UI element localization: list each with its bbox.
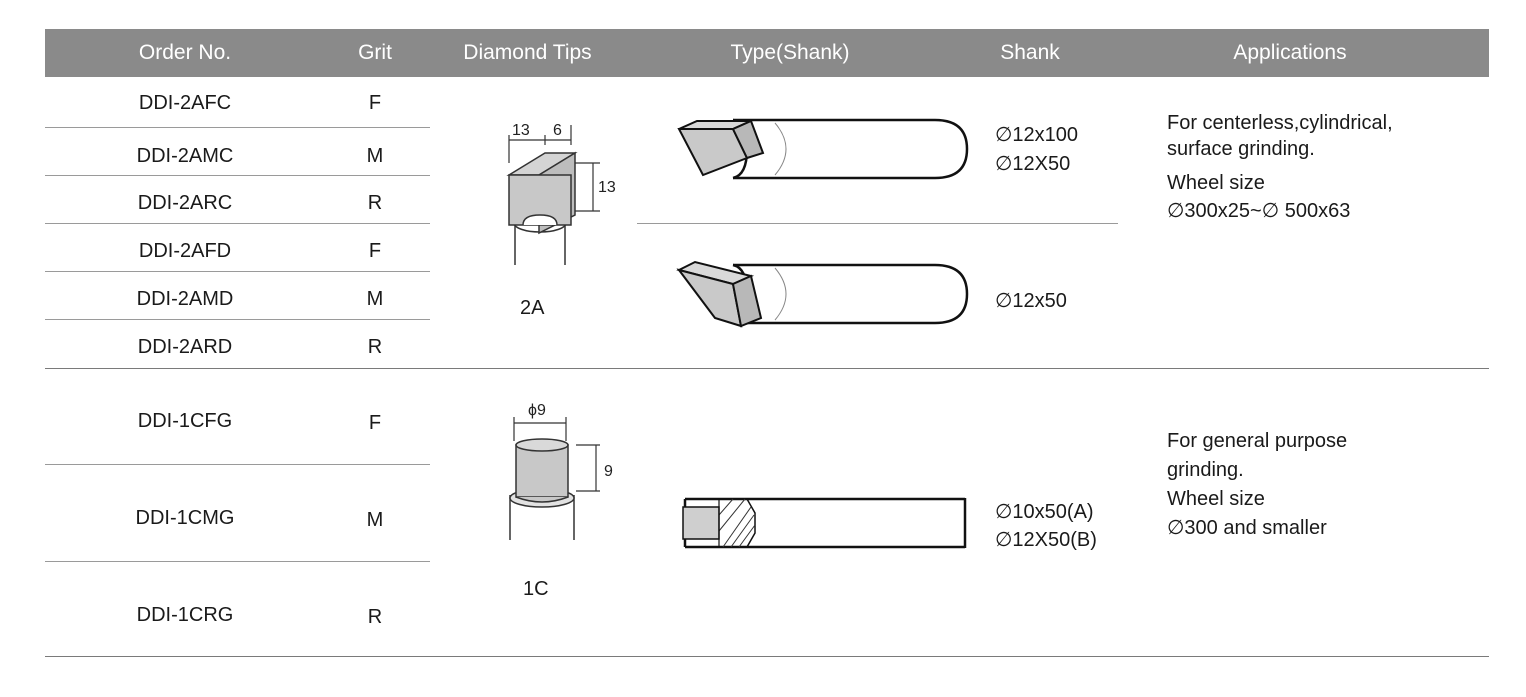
- grit-cell: F: [368, 92, 382, 114]
- row-divider: [45, 271, 430, 272]
- order-no-cell: DDI-2ARC: [137, 192, 233, 214]
- header-order-no: Order No.: [138, 41, 232, 64]
- row-divider: [45, 319, 430, 320]
- grit-cell: M: [366, 288, 384, 310]
- order-no-cell: DDI-2ARD: [137, 336, 233, 358]
- tip-height-dim: 13: [598, 179, 616, 196]
- shank-type-lower-drawing: [676, 260, 969, 328]
- order-no-cell: DDI-1CMG: [135, 507, 235, 529]
- table-header-bar: [45, 29, 1489, 77]
- table-bottom-line: [45, 656, 1489, 657]
- tip-label-2a: 2A: [520, 297, 545, 319]
- order-no-cell: DDI-1CRG: [136, 604, 234, 626]
- header-grit: Grit: [358, 41, 392, 64]
- grit-cell: R: [367, 336, 383, 358]
- tip-height-dim: 9: [604, 463, 613, 480]
- row-divider: [45, 175, 430, 176]
- shank-value: ∅12x50: [995, 290, 1067, 312]
- shank-value: ∅12X50(B): [995, 529, 1097, 551]
- row-divider: [45, 464, 430, 465]
- applications-line: Wheel size: [1167, 488, 1265, 510]
- shank-type-1c-drawing: [682, 497, 967, 549]
- tip-diameter-dim: ϕ9: [528, 402, 546, 419]
- order-no-cell: DDI-2AFC: [138, 92, 232, 114]
- group-divider: [45, 368, 1489, 369]
- tip-label-1c: 1C: [523, 578, 549, 600]
- header-applications: Applications: [1233, 41, 1347, 64]
- shank-type-upper-drawing: [677, 118, 969, 180]
- order-no-cell: DDI-2AMC: [136, 145, 234, 167]
- row-divider: [45, 223, 430, 224]
- row-divider: [45, 127, 430, 128]
- applications-line: For general purpose: [1167, 430, 1348, 452]
- applications-line: For centerless,cylindrical,: [1167, 112, 1393, 134]
- diamond-tip-2a-drawing: 13 6 13: [506, 122, 616, 265]
- applications-line: grinding.: [1167, 459, 1244, 481]
- shank-value: ∅12x100: [995, 124, 1079, 146]
- shank-value: ∅10x50(A): [995, 501, 1094, 523]
- shank-value: ∅12X50: [995, 153, 1071, 175]
- tip-depth-dim: 6: [553, 122, 562, 139]
- order-no-cell: DDI-2AFD: [138, 240, 232, 262]
- header-shank: Shank: [1000, 41, 1060, 64]
- diamond-tip-1c-drawing: ϕ9 9: [509, 402, 613, 540]
- order-no-cell: DDI-1CFG: [137, 410, 233, 432]
- applications-line: ∅300x25~∅ 500x63: [1167, 200, 1351, 222]
- grit-cell: R: [367, 192, 383, 214]
- grit-cell: M: [366, 509, 384, 531]
- shank-type-divider: [637, 223, 1118, 224]
- header-diamond-tips: Diamond Tips: [463, 41, 592, 64]
- grit-cell: M: [366, 145, 384, 167]
- tip-width-dim: 13: [512, 122, 530, 139]
- applications-line: ∅300 and smaller: [1167, 517, 1327, 539]
- applications-line: Wheel size: [1167, 172, 1265, 194]
- applications-line: surface grinding.: [1167, 138, 1315, 160]
- grit-cell: F: [368, 412, 382, 434]
- grit-cell: F: [368, 240, 382, 262]
- grit-cell: R: [367, 606, 383, 628]
- header-type-shank: Type(Shank): [730, 41, 850, 64]
- row-divider: [45, 561, 430, 562]
- order-no-cell: DDI-2AMD: [136, 288, 234, 310]
